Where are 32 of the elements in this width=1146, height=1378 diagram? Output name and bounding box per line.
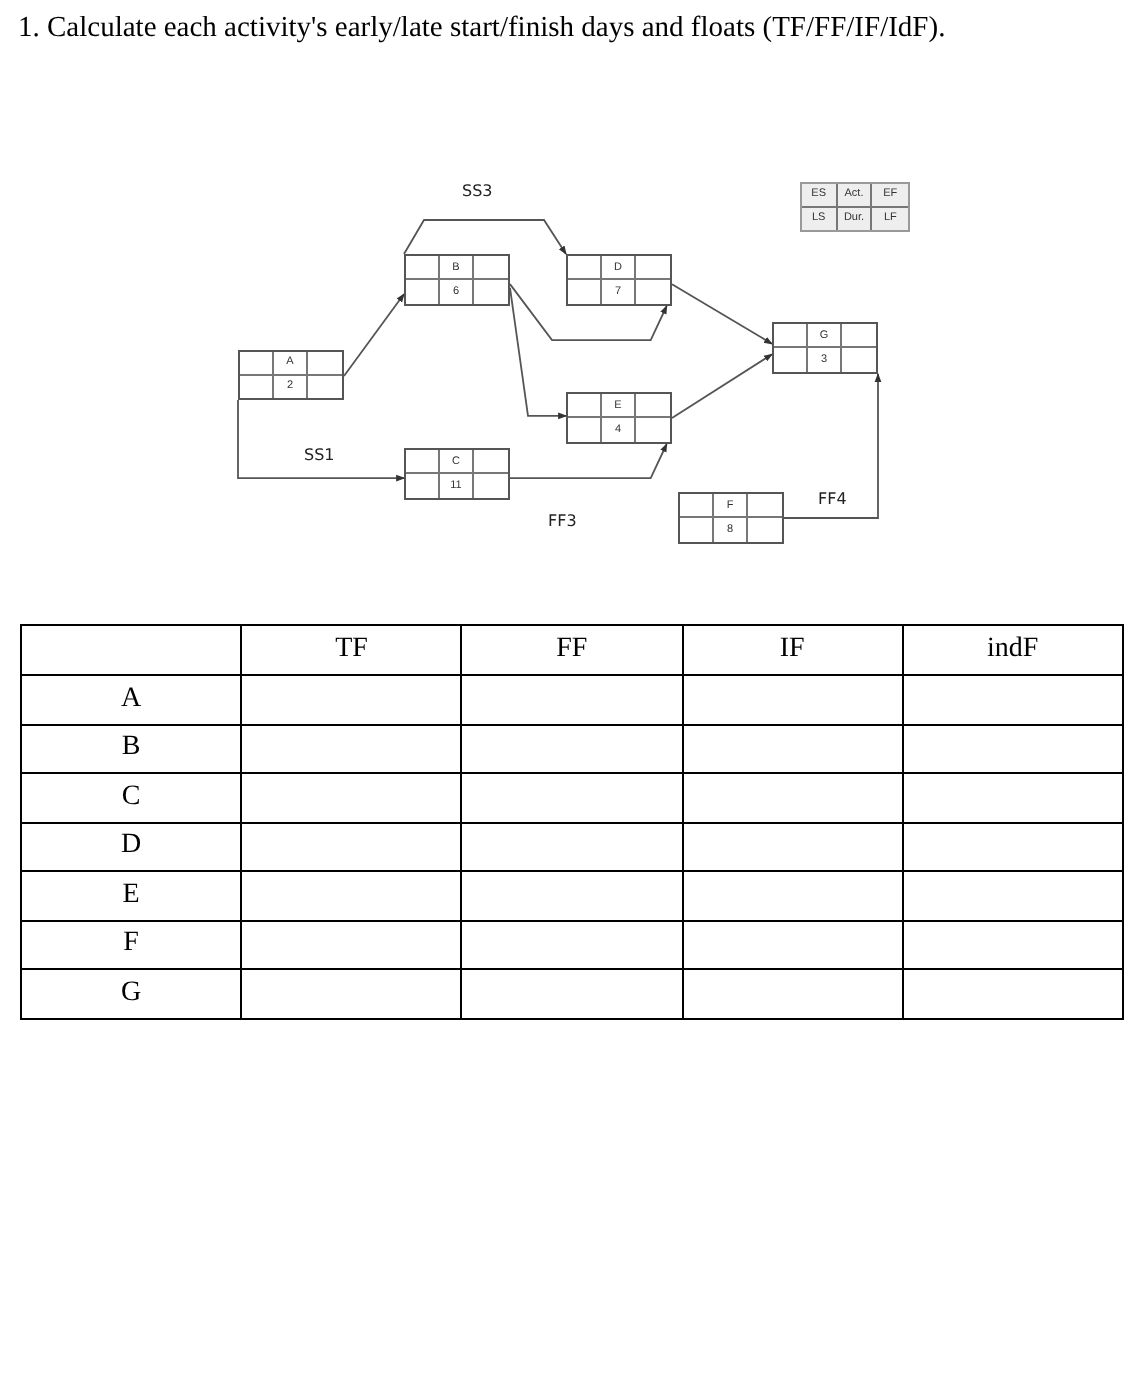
activity-box	[238, 350, 344, 400]
row-header: G	[121, 977, 142, 1008]
row-header: A	[121, 683, 142, 714]
edge-label: SS3	[462, 184, 493, 200]
edge-label: FF4	[818, 492, 847, 508]
arrow	[509, 283, 668, 342]
row-header: B	[121, 732, 141, 763]
question-text: 1. Calculate each activity's early/late start/finish days and floats (TF/FF/IF/IdF).	[18, 12, 946, 46]
arrow	[671, 283, 773, 345]
arrow	[783, 372, 882, 519]
legend-key-box	[800, 182, 910, 232]
arrow	[403, 219, 567, 255]
column-header: TF	[335, 634, 368, 664]
row-header: C	[121, 781, 141, 812]
activity-box	[404, 448, 510, 500]
arrow	[343, 293, 405, 377]
arrow	[509, 443, 668, 480]
column-header: IF	[779, 634, 805, 664]
activity-box	[404, 254, 510, 306]
activity-box	[566, 392, 672, 444]
edge-label: SS1	[304, 448, 335, 464]
row-header: D	[121, 830, 142, 861]
arrow	[237, 399, 406, 482]
edge-label: FF3	[548, 514, 577, 530]
activity-box	[772, 322, 878, 374]
column-header: indF	[986, 634, 1039, 664]
activity-box	[566, 254, 672, 306]
column-header: FF	[556, 634, 588, 664]
arrow	[671, 353, 773, 419]
row-header: F	[123, 928, 139, 959]
row-header: E	[122, 879, 140, 910]
activity-box	[678, 492, 784, 544]
